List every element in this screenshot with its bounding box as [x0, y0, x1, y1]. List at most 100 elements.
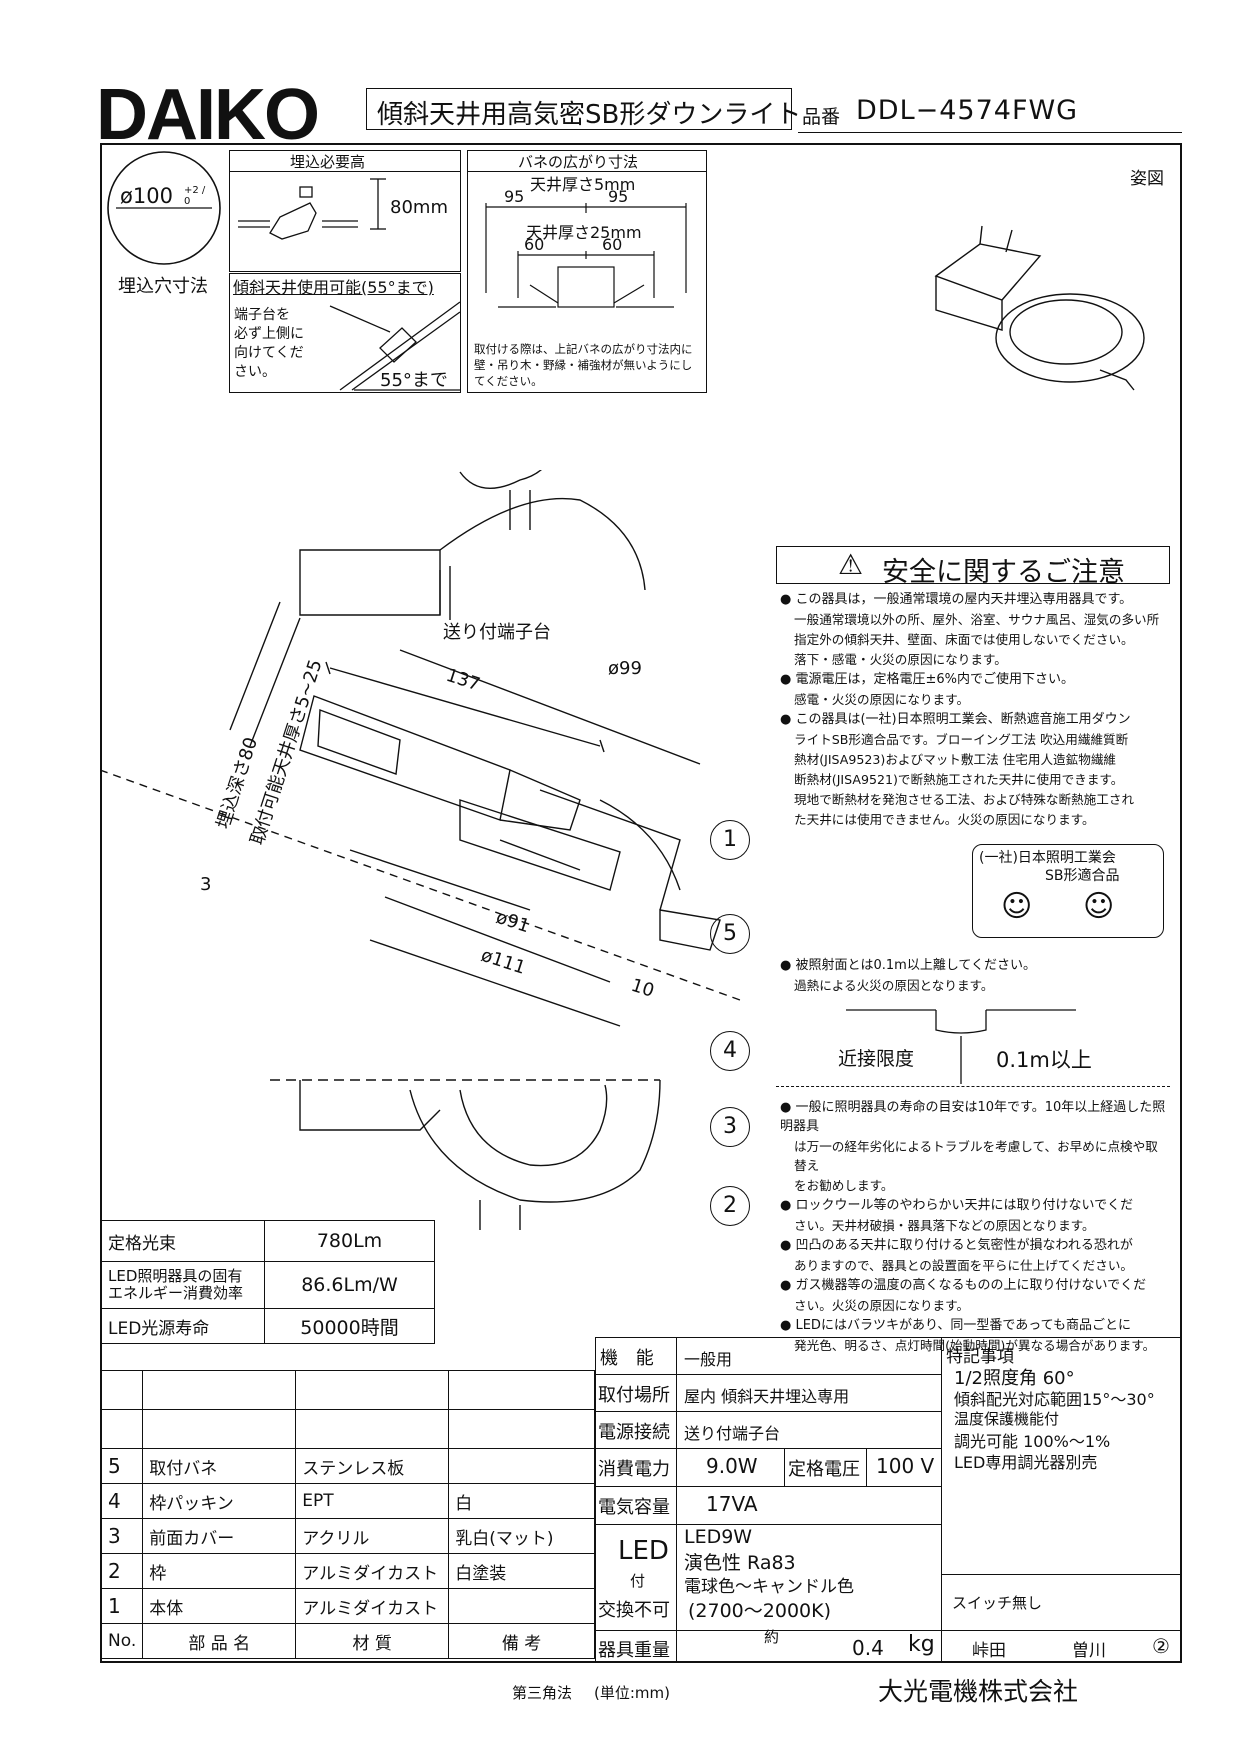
- weight-label: 器具重量: [598, 1640, 670, 1661]
- function-value: 一般用: [684, 1350, 733, 1369]
- model-number: DDL−4574FWG: [856, 95, 1079, 126]
- perspective-label: 姿図: [1130, 169, 1164, 189]
- limit-label: 近接限度: [838, 1048, 915, 1070]
- smile-icon-1: ☺: [1001, 889, 1033, 924]
- hole-label: 埋込穴寸法: [118, 276, 208, 297]
- callout-2: 2: [710, 1186, 750, 1226]
- callout-1: 1: [710, 820, 750, 860]
- special-line-4: 調光可能 100%〜1%: [954, 1432, 1111, 1451]
- company-name: 大光電機株式会社: [878, 1677, 1079, 1706]
- slope-note-4: さい。: [234, 364, 276, 380]
- dim-137: 137: [443, 665, 482, 696]
- callout-3: 3: [710, 1107, 750, 1147]
- sb-badge-line1: (一社)日本照明工業会: [979, 850, 1116, 866]
- slope-note-2: 必ず上側に: [234, 326, 304, 342]
- caution-title: 安全に関するご注意: [882, 557, 1125, 588]
- caution-3-3: 熱材(JISA9523)およびマット敷工法 住宅用人造鉱物繊維: [794, 752, 1117, 767]
- caution-6-1: ● 凹凸のある天井に取り付けると気密性が損なわれる恐れが: [780, 1238, 1133, 1253]
- spring-note-2: 壁・吊り木・野縁・補強材が無いようにし: [474, 358, 693, 372]
- hole-circle: [107, 151, 221, 265]
- heat-2: 過熱による火災の原因となります。: [794, 978, 994, 993]
- caution-5-2: さい。天井材破損・器具落下などの原因となります。: [794, 1218, 1095, 1233]
- callout-4: 4: [710, 1031, 750, 1071]
- header-underline: [798, 132, 1182, 133]
- info-box: 機 能 一般用 取付場所 屋内 傾斜天井埋込専用 電源接続 送り付端子台 消費電…: [595, 1337, 942, 1663]
- caution-3-6: た天井には使用できません。火災の原因になります。: [794, 812, 1095, 827]
- connection-value: 送り付端子台: [684, 1424, 781, 1443]
- limit-value: 0.1m以上: [996, 1048, 1092, 1072]
- caution-8-2: 発光色、明るさ、点灯時間(始動時間)が異なる場合があります。: [794, 1338, 1156, 1353]
- led-spec-1: LED9W: [684, 1526, 753, 1548]
- rated-voltage-label: 定格電圧: [788, 1459, 860, 1480]
- dim-3: 3: [200, 874, 211, 895]
- terminal-label: 送り付端子台: [443, 622, 551, 643]
- spring-d95b: 95: [608, 187, 629, 206]
- hole-diameter: ø100: [120, 184, 173, 208]
- spring-box: バネの広がり寸法 天井厚さ5mm 95 95 天井厚さ25mm 60 60 取付…: [467, 150, 707, 393]
- special-line-3: 温度保護機能付: [954, 1410, 1060, 1428]
- caution-4-2: は万一の経年劣化によるトラブルを考慮して、お早めに点検や取替え: [794, 1139, 1158, 1173]
- unit-note: (単位:mm): [594, 1684, 670, 1702]
- spring-title: バネの広がり寸法: [518, 153, 639, 171]
- perspective-drawing: [934, 225, 1145, 391]
- mount-value: 屋内 傾斜天井埋込専用: [684, 1387, 850, 1406]
- cross-section-drawing: 送り付端子台 137 ø99 ø91 ø111 10 埋込深さ80 取付可能天井…: [100, 470, 741, 1230]
- mount-label: 取付場所: [598, 1385, 670, 1406]
- sb-badge-line2: SB形適合品: [1045, 868, 1120, 884]
- embed-height-sketch: 80mm: [238, 178, 448, 240]
- caution-3-2: ライトSB形適合品です。ブローイング工法 吹込用繊維質断: [794, 732, 1129, 747]
- callout-5: 5: [710, 914, 750, 954]
- revision-mark: ②: [1152, 1634, 1170, 1658]
- caution-7-1: ● ガス機器等の温度の高くなるものの上に取り付けないでくだ: [780, 1278, 1147, 1293]
- hole-tolerance: +2 / 0: [184, 185, 206, 207]
- heat-1: ● 被照射面とは0.1m以上離してください。: [780, 958, 1037, 973]
- caution-1-3: 指定外の傾斜天井、壁面、床面では使用しないでください。: [794, 632, 1134, 647]
- capacity-value: 17VA: [706, 1492, 758, 1516]
- caution-7-2: さい。火災の原因になります。: [794, 1298, 970, 1313]
- distance-sketch: [846, 1009, 1076, 1084]
- led-spec-2: 演色性 Ra83: [684, 1552, 796, 1574]
- caution-4-3: をお勧めします。: [794, 1178, 894, 1193]
- caution-1-2: 一般通常環境以外の所、屋外、浴室、サウナ風呂、湿気の多い所: [794, 612, 1160, 627]
- dim-10: 10: [628, 975, 656, 1002]
- caution-3-4: 断熱材(JISA9521)で断熱施工された天井に使用できます。: [794, 772, 1124, 787]
- caution-3-1: ● この器具は(一社)日本照明工業会、断熱遮音施工用ダウン: [780, 712, 1131, 727]
- spring-note-1: 取付ける際は、上記バネの広がり寸法内に: [474, 342, 693, 356]
- dim-91: ø91: [493, 907, 532, 937]
- dim-thick: 取付可能天井厚さ5~25: [247, 657, 327, 847]
- function-label: 機 能: [600, 1348, 660, 1369]
- flux-label: 定格光束: [101, 1220, 265, 1262]
- rated-voltage-value: 100 V: [876, 1454, 935, 1478]
- efficiency-value: 86.6Lm/W: [264, 1261, 435, 1309]
- led-spec-4: (2700〜2000K): [688, 1600, 831, 1622]
- slope-box: 傾斜天井使用可能(55°まで) 端子台を 必ず上側に 向けてくだ さい。 55°…: [229, 273, 461, 393]
- warning-icon: ⚠: [838, 548, 864, 581]
- embed-height-value: 80mm: [390, 197, 448, 218]
- smile-icon-2: ☺: [1083, 889, 1115, 924]
- caution-1-4: 落下・感電・火災の原因になります。: [794, 652, 1007, 667]
- power-value: 9.0W: [706, 1454, 758, 1478]
- signature-1: 峠田: [972, 1641, 1006, 1661]
- led-spec-3: 電球色〜キャンドル色: [684, 1577, 854, 1597]
- caution-box: ⚠ 安全に関するご注意 ● この器具は，一般通常環境の屋内天井埋込専用器具です。…: [776, 546, 1170, 1353]
- caution-5-1: ● ロックウール等のやわらかい天井には取り付けないでくだ: [780, 1198, 1134, 1213]
- caution-2-2: 感電・火災の原因になります。: [794, 692, 970, 707]
- parts-header: No.部 品 名材 質備 考: [100, 1623, 595, 1659]
- led-not-replaceable: 交換不可: [598, 1600, 670, 1621]
- power-label: 消費電力: [598, 1459, 670, 1480]
- slope-title: 傾斜天井使用可能(55°まで): [233, 278, 434, 297]
- special-title: 特記事項: [946, 1347, 1014, 1367]
- spring-thick5: 天井厚さ5mm: [530, 175, 636, 194]
- life-value: 50000時間: [264, 1308, 435, 1344]
- spring-thick25: 天井厚さ25mm: [526, 223, 642, 242]
- weight-unit: kg: [908, 1632, 935, 1657]
- spring-d60b: 60: [602, 235, 623, 254]
- life-label: LED光源寿命: [101, 1308, 265, 1344]
- dim-111: ø111: [478, 945, 528, 979]
- special-line-5: LED専用調光器別売: [954, 1453, 1098, 1472]
- spring-d95a: 95: [504, 187, 525, 206]
